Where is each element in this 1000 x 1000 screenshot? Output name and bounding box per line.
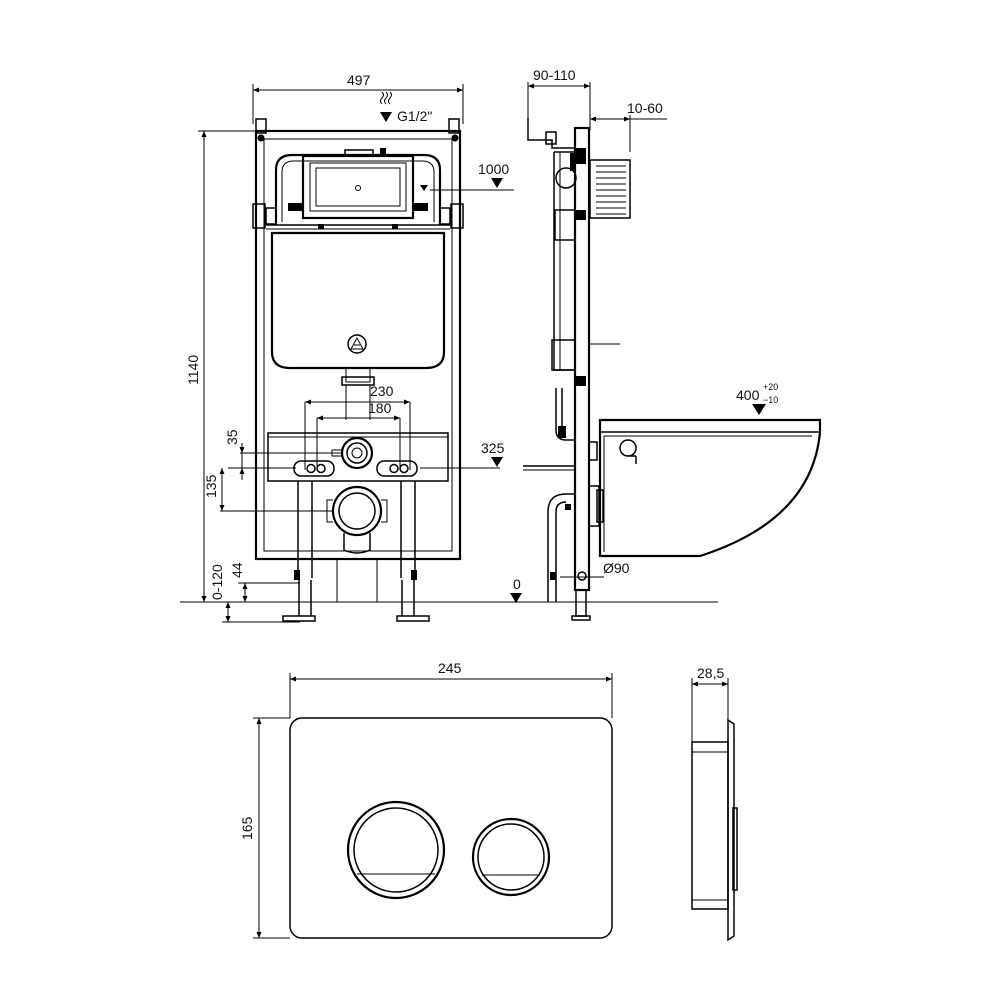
brand-logo-icon: [347, 334, 367, 354]
dim-90-dia-label: Ø90: [603, 560, 630, 576]
flush-plate: [289, 717, 613, 939]
dim-1140-label: 1140: [185, 355, 201, 385]
side-view: 90-110 10-60: [510, 67, 822, 621]
mount-slot-right: [376, 460, 418, 477]
dim-135-label: 135: [203, 474, 219, 498]
side-wall-housing: [589, 159, 631, 219]
dim-165-label: 165: [239, 816, 255, 840]
dim-497-label: 497: [347, 72, 371, 88]
dim-10-60-label: 10-60: [627, 100, 663, 116]
mount-slot-left: [293, 460, 335, 477]
inlet-label: G1/2": [397, 108, 432, 124]
frame-outline: [254, 129, 462, 561]
cistern-tank: [270, 231, 446, 370]
flush-plate-side: 28,5: [691, 665, 738, 942]
dim-0-label: 0: [513, 576, 521, 592]
side-frame: [573, 126, 591, 592]
dim-400-minus-label: −10: [763, 395, 778, 405]
dim-400-label: 400: [736, 387, 760, 403]
dim-44-label: 44: [229, 562, 245, 578]
flush-plate-front: 245 165: [239, 660, 613, 939]
dim-28-5-label: 28,5: [697, 665, 724, 681]
front-view: 497 G1/2": [180, 72, 718, 623]
dim-0-120-label: 0-120: [209, 564, 225, 600]
dim-90-110-label: 90-110: [533, 67, 576, 83]
dim-1000-label: 1000: [478, 161, 509, 177]
dim-180-label: 180: [368, 400, 392, 416]
dim-245-label: 245: [438, 660, 462, 676]
cross-panel: [267, 432, 449, 482]
dim-325-label: 325: [481, 440, 505, 456]
plate-side-body: [691, 741, 729, 910]
toilet-bowl: [598, 418, 822, 558]
dim-400-plus-label: +20: [763, 382, 778, 392]
flush-mechanism: [301, 154, 415, 220]
half-flush-button: [471, 817, 551, 897]
dim-230-label: 230: [370, 383, 394, 399]
full-flush-button: [346, 800, 446, 900]
water-inlet-icon: [380, 91, 392, 122]
dim-35-label: 35: [224, 429, 240, 445]
drain-pipe: [331, 485, 383, 537]
